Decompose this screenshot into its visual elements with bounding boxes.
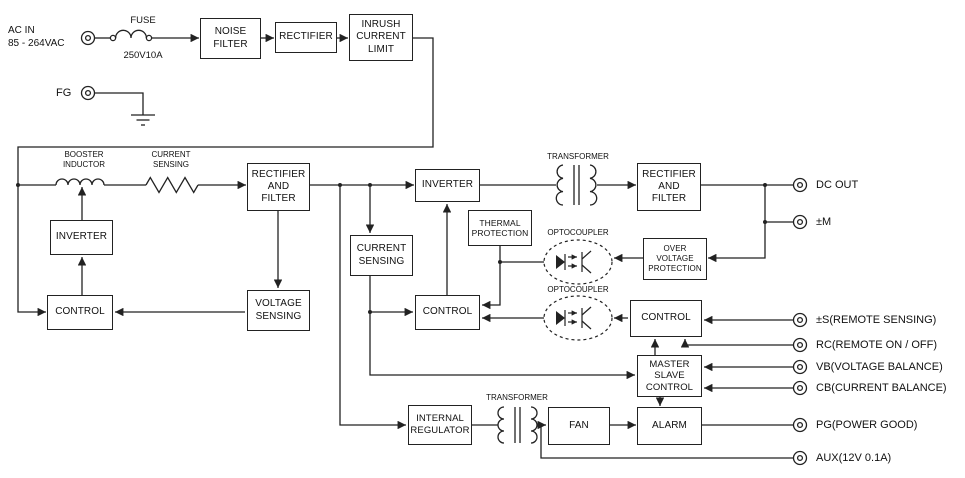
fuse-icon: [109, 29, 153, 42]
over-voltage-protection-box: OVER VOLTAGE PROTECTION: [643, 238, 707, 280]
main-transformer-label: TRANSFORMER: [547, 152, 609, 161]
arrow-wires: [17, 33, 793, 430]
pfc-control-box: CONTROL: [47, 295, 113, 330]
inrush-current-limit-box: INRUSH CURRENT LIMIT: [349, 14, 413, 61]
optocoupler-top-icon: [543, 239, 613, 285]
dc-out-label: DC OUT: [816, 179, 859, 191]
optocoupler-top-label: OPTOCOUPLER: [547, 228, 609, 237]
current-sense-resistor-icon: [145, 176, 199, 194]
ac-in-terminal-icon: [80, 30, 96, 46]
fan-box: FAN: [548, 407, 610, 445]
fg-label: FG: [56, 87, 72, 99]
ac-in-label: AC IN 85 - 264VAC: [8, 25, 65, 49]
power-good-terminal-icon: [792, 417, 808, 433]
terminals: [80, 30, 808, 466]
current-sensing-box: CURRENT SENSING: [350, 235, 413, 276]
master-slave-control-box: MASTER SLAVE CONTROL: [637, 355, 702, 397]
junction-dots: [16, 183, 767, 427]
booster-inductor-label: BOOSTER INDUCTOR: [62, 150, 106, 170]
input-rectifier-box: RECTIFIER: [275, 22, 337, 53]
noise-filter-box: NOISE FILTER: [200, 18, 261, 59]
aux-transformer-icon: [497, 406, 538, 444]
voltage-balance-terminal-icon: [792, 359, 808, 375]
remote-on-off-terminal-icon: [792, 337, 808, 353]
main-control-box: CONTROL: [415, 295, 480, 330]
voltage-sensing-box: VOLTAGE SENSING: [247, 290, 310, 331]
ground-icon: [131, 114, 155, 126]
optocoupler-bottom-icon: [543, 295, 613, 341]
fg-terminal-icon: [80, 85, 96, 101]
m-label: ±M: [816, 216, 832, 228]
current-balance-terminal-icon: [792, 380, 808, 396]
optocoupler-bottom-label: OPTOCOUPLER: [547, 285, 609, 294]
current-sensing-label: CURRENT SENSING: [151, 150, 191, 170]
main-transformer-icon: [555, 164, 598, 206]
pfc-rectifier-filter-box: RECTIFIER AND FILTER: [247, 163, 310, 211]
aux-label: AUX(12V 0.1A): [816, 452, 892, 464]
alarm-box: ALARM: [637, 407, 702, 445]
aux-terminal-icon: [792, 450, 808, 466]
pfc-inverter-box: INVERTER: [50, 220, 113, 255]
aux-transformer-label: TRANSFORMER: [486, 393, 548, 402]
booster-inductor-icon: [55, 178, 105, 186]
power-good-label: PG(POWER GOOD): [816, 419, 918, 431]
dc-out-terminal-icon: [792, 177, 808, 193]
remote-sensing-label: ±S(REMOTE SENSING): [816, 314, 937, 326]
remote-on-off-label: RC(REMOTE ON / OFF): [816, 339, 937, 351]
internal-regulator-box: INTERNAL REGULATOR: [408, 405, 472, 445]
output-control-box: CONTROL: [630, 300, 702, 337]
voltage-balance-label: VB(VOLTAGE BALANCE): [816, 361, 943, 373]
m-terminal-icon: [792, 214, 808, 230]
thermal-protection-box: THERMAL PROTECTION: [468, 210, 532, 246]
output-rectifier-filter-box: RECTIFIER AND FILTER: [637, 163, 701, 211]
main-inverter-box: INVERTER: [415, 169, 480, 202]
fuse-rating-label: 250V10A: [123, 50, 163, 61]
fuse-label: FUSE: [130, 15, 156, 26]
remote-sensing-terminal-icon: [792, 312, 808, 328]
wires: [18, 37, 793, 459]
current-balance-label: CB(CURRENT BALANCE): [816, 382, 947, 394]
